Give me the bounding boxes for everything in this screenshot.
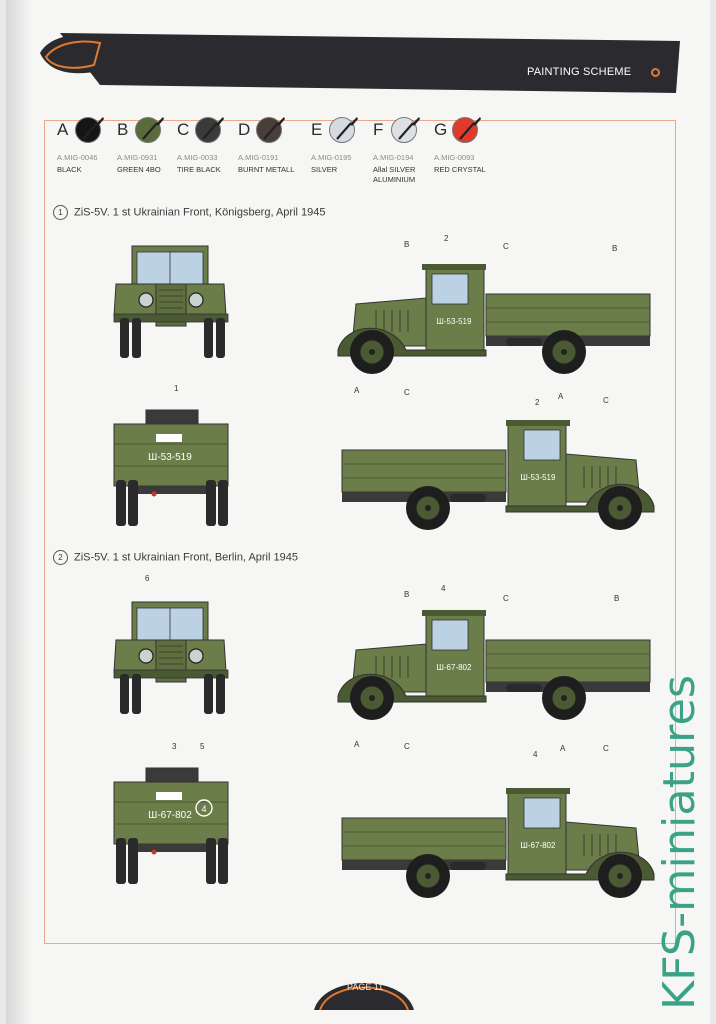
paint-name: Allal SILVER ALUMINIUM	[373, 165, 416, 184]
scheme-2-callout-side-left: 4	[441, 584, 446, 593]
registration-marking: Ш-53-519	[521, 473, 556, 482]
brush-icon	[142, 117, 164, 140]
paint-code: A.MIG-0931	[117, 153, 158, 162]
scheme-2-left-side-view: Ш-67-802	[337, 610, 651, 720]
scheme-1-front-view	[113, 245, 229, 358]
paint-code: A.MIG-0093	[434, 153, 475, 162]
paint-name: GREEN 4BO	[117, 165, 161, 174]
scheme-2-callout-rear: 3	[172, 742, 177, 751]
scheme-1-left-side-view: Ш-53-519	[337, 264, 651, 374]
paint-name: TIRE BLACK	[177, 165, 221, 174]
header-bullet-icon	[651, 68, 660, 77]
scheme-1-callout-c-rear: C	[603, 396, 609, 405]
paint-color-dot	[75, 117, 101, 143]
registration-marking: Ш-53-519	[437, 317, 472, 326]
footer-tab	[314, 983, 414, 1010]
paint-name: SILVER	[311, 165, 338, 174]
page-gutter-shadow	[6, 0, 32, 1024]
scheme-1-callout-b-right: B	[612, 244, 618, 253]
scheme-2-right-side-view: Ш-67-802	[341, 788, 655, 898]
paint-code: A.MIG-0195	[311, 153, 352, 162]
paint-code: A.MIG-0191	[238, 153, 279, 162]
brush-icon	[263, 117, 285, 140]
scheme-2-number: 2	[53, 550, 68, 565]
rear-circle-marking	[195, 799, 213, 817]
paint-letter: C	[177, 120, 190, 139]
scheme-2-front-view	[113, 601, 229, 714]
paint-name: RED CRYSTAL	[434, 165, 486, 174]
paint-letter: A	[57, 120, 69, 139]
scheme-2-rear-view: Ш-67-802 4	[113, 767, 229, 884]
paint-color-dot	[256, 117, 282, 143]
scheme-2-callout-c-top: C	[503, 594, 509, 603]
content-frame	[44, 120, 676, 944]
paint-letter: D	[238, 120, 251, 139]
brush-icon	[202, 117, 224, 140]
scheme-1-callout-c-top: C	[503, 242, 509, 251]
scheme-1-callout-rear: 1	[174, 384, 179, 393]
page-title: PAINTING SCHEME	[527, 66, 632, 78]
scheme-1-callout-a-rear: A	[558, 392, 564, 401]
paint-name: BURNT METALL	[238, 165, 295, 174]
scheme-2-callout-a-rear: A	[560, 744, 566, 753]
scheme-1-callout-side-right: 2	[535, 398, 540, 407]
scheme-2-callout-b-left: B	[404, 590, 410, 599]
scheme-1-rear-view: Ш-53-519	[113, 409, 229, 526]
scheme-2-callout-rear-b: 5	[200, 742, 205, 751]
scheme-1-right-side-view: Ш-53-519	[341, 420, 655, 530]
scheme-1-title: 1 ZiS-5V. 1 st Ukrainian Front, Königsber…	[53, 205, 326, 220]
scheme-2-callout-a-front: A	[354, 740, 360, 749]
paint-letter: G	[434, 120, 448, 139]
scheme-2-caption: ZiS-5V. 1 st Ukrainian Front, Berlin, Ap…	[74, 551, 298, 564]
paint-color-dot	[452, 117, 478, 143]
registration-marking: Ш-53-519	[148, 452, 192, 463]
scheme-2-callout-c-rear: C	[603, 744, 609, 753]
scheme-1-callout-b-left: B	[404, 240, 410, 249]
header-band	[40, 33, 680, 93]
scheme-1-number: 1	[53, 205, 68, 220]
paint-name: BLACK	[57, 165, 82, 174]
paint-color-dot	[329, 117, 355, 143]
scheme-2-callout-side-right: 4	[533, 750, 538, 759]
paint-color-dot	[391, 117, 417, 143]
watermark-text: KFS-miniatures	[654, 675, 705, 1010]
scheme-2-callout-c-front: C	[404, 742, 410, 751]
scheme-1-caption: ZiS-5V. 1 st Ukrainian Front, Königsberg…	[74, 206, 326, 219]
scheme-1-callout-a-front: A	[354, 386, 360, 395]
brush-icon	[398, 117, 420, 140]
paint-code: A.MIG-0046	[57, 153, 98, 162]
scheme-1-callout-side-left: 2	[444, 234, 449, 243]
watermark: KFS-miniatures	[654, 675, 705, 1010]
paint-code: A.MIG-0194	[373, 153, 414, 162]
paint-color-dot	[195, 117, 221, 143]
brush-icon	[336, 117, 358, 140]
paint-letter: F	[373, 120, 384, 139]
scheme-2-callout-front: 6	[145, 574, 150, 583]
brush-icon	[82, 117, 104, 140]
paint-code: A.MIG-0033	[177, 153, 218, 162]
rear-circle-number: 4	[201, 804, 206, 814]
scheme-2-title: 2 ZiS-5V. 1 st Ukrainian Front, Berlin, A…	[53, 550, 298, 565]
page-number: PAGE 11	[347, 982, 384, 992]
registration-marking: Ш-67-802	[521, 841, 556, 850]
paint-color-dot	[135, 117, 161, 143]
paint-letter: E	[311, 120, 323, 139]
registration-marking: Ш-67-802	[148, 810, 192, 821]
scheme-2-callout-b-right: B	[614, 594, 620, 603]
registration-marking: Ш-67-802	[437, 663, 472, 672]
brush-icon	[459, 117, 481, 140]
scheme-1-callout-c-front: C	[404, 388, 410, 397]
paint-letter: B	[117, 120, 129, 139]
